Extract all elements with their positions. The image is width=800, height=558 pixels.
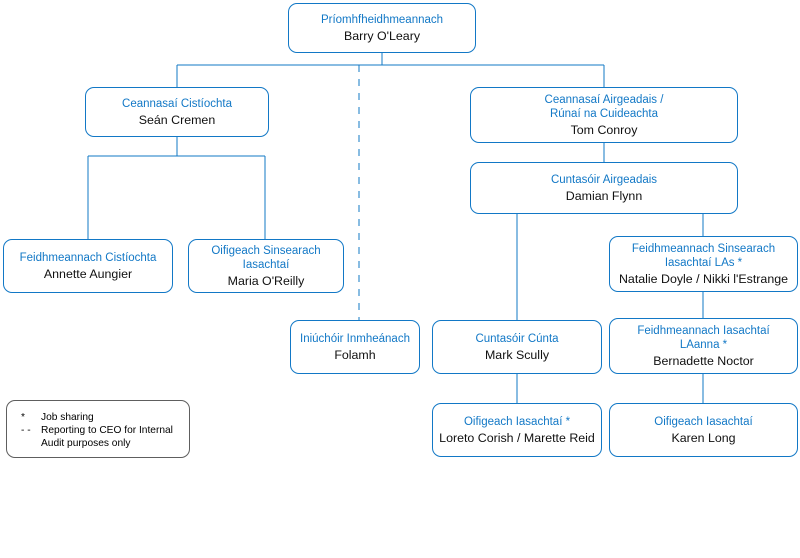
node-title: Ceannasaí Airgeadais / Rúnaí na Cuideach… (544, 93, 664, 120)
node-assistant-accountant[interactable]: Cuntasóir Cúnta Mark Scully (432, 320, 602, 374)
node-person: Natalie Doyle / Nikki l'Estrange (618, 271, 789, 286)
legend-box: * Job sharing - - Reporting to CEO for I… (6, 400, 190, 458)
node-person: Barry O'Leary (343, 28, 421, 43)
node-title: Príomhfheidhmeannach (320, 13, 444, 26)
node-person: Mark Scully (484, 347, 550, 362)
node-title: Oifigeach Iasachtaí * (463, 415, 571, 428)
node-title: Iniúchóir Inmheánach (300, 332, 410, 345)
node-loans-officer-job-share[interactable]: Oifigeach Iasachtaí * Loreto Corish / Ma… (432, 403, 602, 457)
node-person: Karen Long (671, 430, 736, 445)
legend-marker-asterisk: * (21, 412, 25, 423)
node-title: Feidhmeannach Iasachtaí LAanna * (637, 324, 770, 351)
node-title: Cuntasóir Cúnta (475, 332, 559, 345)
node-treasury-executive[interactable]: Feidhmeannach Cistíochta Annette Aungier (3, 239, 173, 293)
node-title: Oifigeach Iasachtaí (654, 415, 753, 428)
legend-label: Job sharing (41, 412, 94, 423)
node-title: Oifigeach Sinsearach Iasachtaí (211, 244, 321, 271)
node-person: Bernadette Noctor (653, 353, 754, 368)
node-person: Tom Conroy (570, 122, 638, 137)
node-loans-officer[interactable]: Oifigeach Iasachtaí Karen Long (609, 403, 798, 457)
node-person: Annette Aungier (43, 266, 133, 281)
node-senior-executive-loans-las[interactable]: Feidhmeannach Sinsearach Iasachtaí LAs *… (609, 236, 798, 292)
node-head-finance[interactable]: Ceannasaí Airgeadais / Rúnaí na Cuideach… (470, 87, 738, 143)
node-title: Feidhmeannach Sinsearach Iasachtaí LAs * (631, 242, 776, 269)
node-person: Loreto Corish / Marette Reid (439, 430, 595, 445)
node-person: Maria O'Reilly (227, 273, 305, 288)
node-person: Seán Cremen (138, 112, 216, 127)
node-ceo[interactable]: Príomhfheidhmeannach Barry O'Leary (288, 3, 476, 53)
node-person: Damian Flynn (565, 188, 643, 203)
legend-label: Reporting to CEO for Internal Audit purp… (41, 425, 173, 449)
node-financial-accountant[interactable]: Cuntasóir Airgeadais Damian Flynn (470, 162, 738, 214)
node-person: Folamh (334, 347, 376, 362)
node-internal-auditor[interactable]: Iniúchóir Inmheánach Folamh (290, 320, 420, 374)
node-head-treasury[interactable]: Ceannasaí Cistíochta Seán Cremen (85, 87, 269, 137)
legend-marker-dashed: - - (21, 425, 31, 436)
node-title: Cuntasóir Airgeadais (550, 173, 658, 186)
node-senior-loans-officer[interactable]: Oifigeach Sinsearach Iasachtaí Maria O'R… (188, 239, 344, 293)
legend-item-job-sharing: * Job sharing (17, 411, 181, 424)
legend-item-dashed-reporting: - - Reporting to CEO for Internal Audit … (17, 424, 181, 450)
node-title: Ceannasaí Cistíochta (122, 97, 232, 110)
node-loans-executive-laanna[interactable]: Feidhmeannach Iasachtaí LAanna * Bernade… (609, 318, 798, 374)
node-title: Feidhmeannach Cistíochta (19, 251, 157, 264)
